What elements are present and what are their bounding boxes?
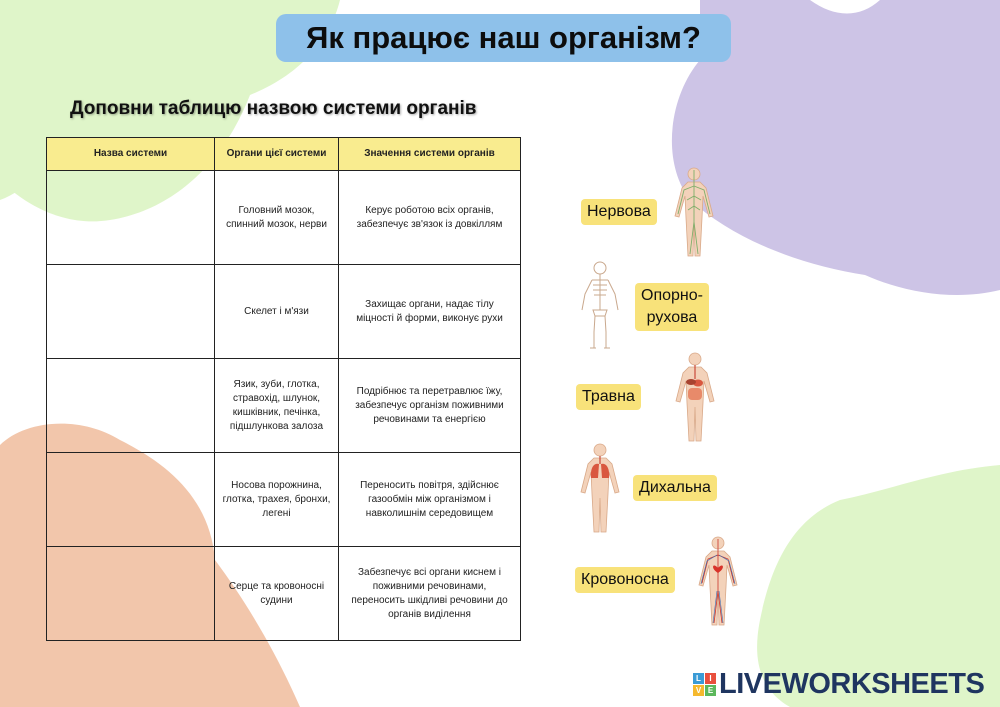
header-meaning: Значення системи органів <box>338 137 521 171</box>
label-musculoskeletal-line1: Опорно- <box>641 287 703 304</box>
label-musculoskeletal-line2: рухова <box>646 309 698 326</box>
header-organs: Органи цієї системи <box>214 137 339 171</box>
organs-cell: Носова порожнина, глотка, трахея, бронхи… <box>214 452 339 547</box>
label-digestive[interactable]: Травна <box>576 384 641 410</box>
meaning-cell: Подрібнює та перетравлює їжу, забезпечує… <box>338 358 521 453</box>
logo-text: LIVEWORKSHEETS <box>719 668 985 700</box>
table-row: Скелет і м'язи Захищає органи, надає тіл… <box>46 264 521 359</box>
meaning-cell: Забезпечує всі органи киснем і поживними… <box>338 546 521 641</box>
logo-mark-letter: V <box>693 685 704 696</box>
page-title: Як працює наш організм? <box>276 14 731 62</box>
table-header-row: Назва системи Органи цієї системи Значен… <box>46 137 521 171</box>
answer-drop-cell[interactable] <box>46 452 215 547</box>
label-circulatory[interactable]: Кровоносна <box>575 567 675 593</box>
lungs-figure <box>580 443 620 533</box>
organs-cell: Головний мозок, спинний мозок, нерви <box>214 170 339 265</box>
liveworksheets-logo: L I V E LIVEWORKSHEETS <box>693 668 985 701</box>
logo-mark-letter: L <box>693 673 704 684</box>
circulatory-system-figure <box>698 536 738 626</box>
answer-drop-cell[interactable] <box>46 170 215 265</box>
logo-mark-letter: I <box>705 673 716 684</box>
table-row: Носова порожнина, глотка, трахея, бронхи… <box>46 452 521 547</box>
digestive-system-figure <box>675 352 715 442</box>
organs-cell: Язик, зуби, глотка, стравохід, шлунок, к… <box>214 358 339 453</box>
skeleton-figure <box>581 261 619 349</box>
label-respiratory[interactable]: Дихальна <box>633 475 717 501</box>
instruction-heading: Доповни таблицю назвою системи органів <box>70 98 477 119</box>
label-nervous[interactable]: Нервова <box>581 199 657 225</box>
logo-mark-icon: L I V E <box>693 673 716 696</box>
meaning-cell: Захищає органи, надає тілу міцності й фо… <box>338 264 521 359</box>
meaning-cell: Керує роботою всіх органів, забезпечує з… <box>338 170 521 265</box>
table-row: Язик, зуби, глотка, стравохід, шлунок, к… <box>46 358 521 453</box>
table-row: Серце та кровоносні судини Забезпечує вс… <box>46 546 521 641</box>
nervous-system-figure <box>674 167 714 257</box>
label-musculoskeletal[interactable]: Опорно- рухова <box>635 283 709 331</box>
header-system-name: Назва системи <box>46 137 215 171</box>
answer-drop-cell[interactable] <box>46 546 215 641</box>
answer-drop-cell[interactable] <box>46 264 215 359</box>
organ-systems-table: Назва системи Органи цієї системи Значен… <box>46 137 521 641</box>
organs-cell: Серце та кровоносні судини <box>214 546 339 641</box>
table-row: Головний мозок, спинний мозок, нерви Кер… <box>46 170 521 265</box>
logo-mark-letter: E <box>705 685 716 696</box>
meaning-cell: Переносить повітря, здійснює газообмін м… <box>338 452 521 547</box>
answer-drop-cell[interactable] <box>46 358 215 453</box>
organs-cell: Скелет і м'язи <box>214 264 339 359</box>
